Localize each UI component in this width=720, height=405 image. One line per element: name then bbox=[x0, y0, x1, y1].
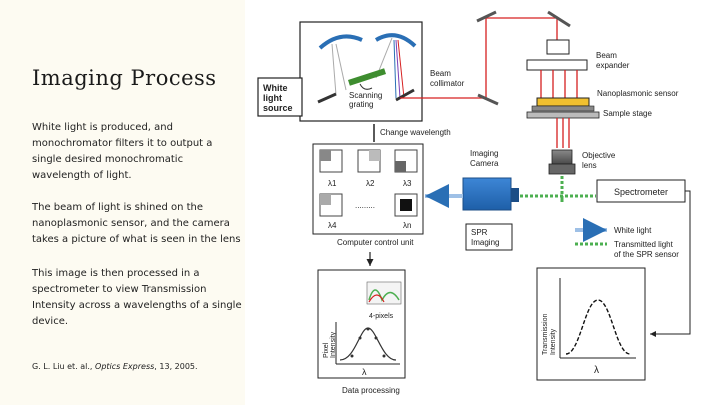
legend-white-light: White light bbox=[614, 226, 652, 235]
data-processing-lambda: λ bbox=[362, 367, 367, 377]
spectrometer-to-chart-arrow bbox=[650, 190, 691, 337]
data-processing-label: Data processing bbox=[342, 386, 400, 395]
mirror-1 bbox=[477, 93, 499, 106]
imaging-camera-label-2: Camera bbox=[470, 159, 499, 168]
beam-expander-label-1: Beam bbox=[596, 51, 617, 60]
mirror-2 bbox=[476, 10, 497, 23]
spectrometer: Spectrometer bbox=[596, 179, 686, 203]
imaging-camera: Imaging Camera bbox=[462, 149, 519, 211]
beam-collimator-label-2: collimator bbox=[430, 79, 465, 88]
computer-control-unit: λ1 λ2 λ3 ......... λ4 λn bbox=[312, 143, 424, 235]
citation-volume: , 13, 2005. bbox=[154, 362, 198, 371]
paragraph-beam-light: The beam of light is shined on the nanop… bbox=[32, 202, 241, 245]
computer-control-unit-label: Computer control unit bbox=[337, 238, 414, 247]
citation-journal: Optics Express bbox=[95, 362, 155, 371]
data-processing-chart: 4-pixels Pixel Intensity λ bbox=[317, 269, 406, 379]
mirror-3 bbox=[547, 10, 571, 28]
objective-lens-label-2: lens bbox=[582, 161, 597, 170]
left-text-panel bbox=[0, 0, 245, 405]
red-beam-path bbox=[400, 10, 571, 106]
objective-lens-label-1: Objective bbox=[582, 151, 616, 160]
white-light-source-label-3: source bbox=[263, 103, 293, 113]
legend-transmitted-2: of the SPR sensor bbox=[614, 250, 679, 259]
paragraph-image-processing: This image is then processed in a spectr… bbox=[32, 268, 242, 327]
spr-imaging-label-1: SPR bbox=[471, 228, 488, 237]
pixel-intensity-label-2: Intensity bbox=[330, 331, 337, 358]
objective-lens: Objective lens bbox=[548, 149, 616, 175]
nanoplasmonic-sensor: Nanoplasmonic sensor bbox=[531, 89, 679, 112]
lambda-2-label: λ2 bbox=[366, 179, 375, 188]
imaging-camera-label-1: Imaging bbox=[470, 149, 498, 158]
white-light-source-label-1: White bbox=[263, 83, 288, 93]
four-pixels-label: 4-pixels bbox=[369, 313, 394, 320]
transmitted-light-path bbox=[510, 176, 596, 202]
nanoplasmonic-sensor-label: Nanoplasmonic sensor bbox=[597, 89, 679, 98]
scanning-grating-label-2: grating bbox=[349, 100, 373, 109]
transmission-intensity-label-2: Intensity bbox=[550, 328, 557, 355]
lambda-n-label: λn bbox=[403, 221, 411, 230]
slide-title: Imaging Process bbox=[32, 66, 217, 90]
monochromator bbox=[299, 21, 423, 122]
pixel-intensity-label-1: Pixel bbox=[323, 342, 330, 358]
sequence-dots: ......... bbox=[355, 201, 375, 210]
white-light-source-label-2: light bbox=[263, 93, 282, 103]
spectrometer-label: Spectrometer bbox=[614, 187, 668, 197]
change-wavelength-label: Change wavelength bbox=[380, 128, 451, 137]
transmission-lambda: λ bbox=[594, 365, 599, 376]
sample-stage-label: Sample stage bbox=[603, 109, 652, 118]
lambda-1-label: λ1 bbox=[328, 179, 337, 188]
diagram-legend: White light Transmitted light of the SPR… bbox=[575, 218, 679, 259]
legend-transmitted-1: Transmitted light bbox=[614, 240, 674, 249]
spr-imaging-label-2: Imaging bbox=[471, 238, 499, 247]
transmission-chart: Transmission Intensity λ bbox=[536, 267, 646, 381]
sample-stage: Sample stage bbox=[526, 109, 652, 148]
transmission-intensity-label-1: Transmission bbox=[542, 314, 549, 355]
white-light-source: White light source bbox=[257, 77, 303, 117]
scanning-grating-label-1: Scanning bbox=[349, 91, 382, 100]
paragraph-white-light: White light is produced, and monochromat… bbox=[32, 122, 213, 181]
citation-authors: G. L. Liu et. al., bbox=[32, 362, 96, 371]
citation: G. L. Liu et. al., Optics Express, 13, 2… bbox=[32, 362, 198, 371]
beam-collimator-label-1: Beam bbox=[430, 69, 451, 78]
spr-imaging: SPR Imaging bbox=[465, 223, 513, 251]
beam-expander-label-2: expander bbox=[596, 61, 630, 70]
beam-expander: Beam expander bbox=[526, 39, 630, 100]
lambda-4-label: λ4 bbox=[328, 221, 337, 230]
lambda-3-label: λ3 bbox=[403, 179, 412, 188]
